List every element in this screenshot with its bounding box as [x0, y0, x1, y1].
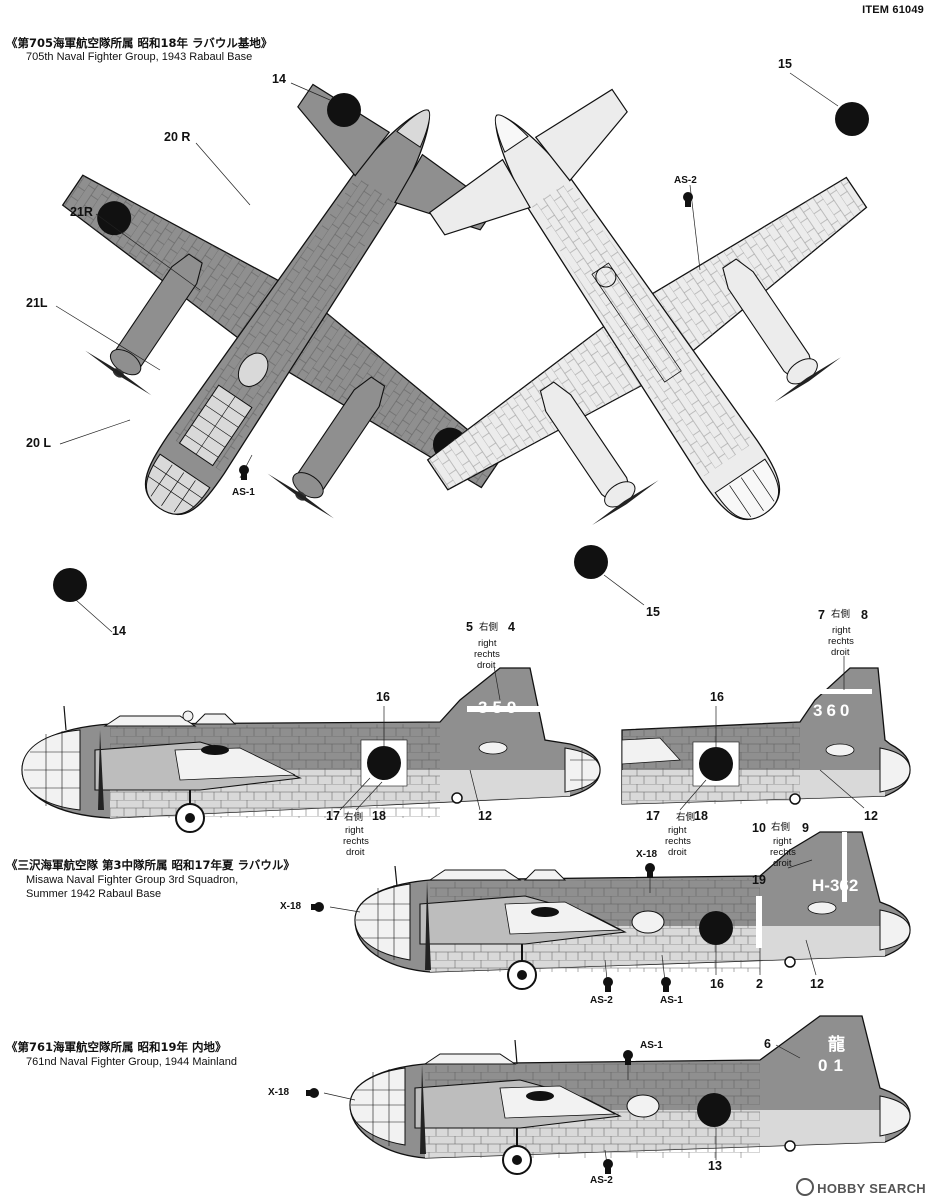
- section1-title-jp: 《第705海軍航空隊所属 昭和18年 ラバウル基地》: [6, 36, 273, 50]
- callout-13: 13: [708, 1159, 722, 1173]
- side-profile-4: [349, 1015, 911, 1175]
- callout-9: 9: [802, 821, 809, 835]
- callout-21l: 21L: [26, 296, 48, 310]
- label-right-p3: right: [773, 836, 792, 847]
- callout-x18-p3-top: X-18: [636, 849, 658, 860]
- section3-title-en: 761nd Naval Fighter Group, 1944 Mainland: [26, 1056, 237, 1068]
- callout-19: 19: [752, 873, 766, 887]
- label-rechts-p1-top: rechts: [474, 649, 500, 660]
- callout-20l: 20 L: [26, 436, 52, 450]
- label-migi-p2-top: 右側: [831, 609, 851, 620]
- callout-2: 2: [756, 977, 763, 991]
- callout-16-p3: 16: [710, 977, 724, 991]
- label-migi-p3: 右側: [771, 822, 791, 833]
- label-droit-p1-bot: droit: [346, 847, 365, 858]
- section1-title-en: 705th Naval Fighter Group, 1943 Rabaul B…: [26, 51, 253, 63]
- callout-14-top: 14: [272, 72, 286, 86]
- hinomaru-upper-left-wing: [53, 568, 87, 602]
- label-right-p2-bot: right: [668, 825, 687, 836]
- tail-code-01: 01: [818, 1056, 849, 1075]
- callout-6: 6: [764, 1037, 771, 1051]
- side-profile-1: [21, 667, 601, 833]
- callout-15-bottom: 15: [646, 605, 660, 619]
- label-migi-p2-bot: 右側: [676, 812, 696, 823]
- item-number: ITEM 61049: [862, 4, 924, 16]
- label-migi-p1-top: 右側: [479, 622, 499, 633]
- label-right-p2-top: right: [832, 625, 851, 636]
- label-droit-p2-bot: droit: [668, 847, 687, 858]
- side-profile-2: [621, 667, 911, 805]
- callout-12-p1: 12: [478, 809, 492, 823]
- label-rechts-p2-bot: rechts: [665, 836, 691, 847]
- label-right-p1-top: right: [478, 638, 497, 649]
- label-droit-p1-top: droit: [477, 660, 496, 671]
- callout-12-p2: 12: [864, 809, 878, 823]
- top-view-upper: [61, 83, 503, 519]
- callout-as2-top: AS-2: [674, 175, 697, 186]
- section2-title-en-1: Misawa Naval Fighter Group 3rd Squadron,: [26, 874, 239, 886]
- callout-20r: 20 R: [164, 130, 191, 144]
- label-droit-p2-top: droit: [831, 647, 850, 658]
- callout-as2-p4: AS-2: [590, 1175, 613, 1186]
- label-rechts-p3: rechts: [770, 847, 796, 858]
- leader-lines-top: [55, 72, 839, 633]
- callout-4: 4: [508, 620, 515, 634]
- callout-x18-p4: X-18: [268, 1087, 290, 1098]
- callout-15-top: 15: [778, 57, 792, 71]
- hinomaru-lower-left-wing: [574, 545, 608, 579]
- as-mount-symbols-side: [306, 863, 671, 1174]
- callout-18-p2: 18: [694, 809, 708, 823]
- callout-16-p2: 16: [710, 690, 724, 704]
- label-rechts-p2-top: rechts: [828, 636, 854, 647]
- callout-as1-p3: AS-1: [660, 995, 683, 1006]
- callout-7: 7: [818, 608, 825, 622]
- label-right-p1-bot: right: [345, 825, 364, 836]
- leader-lines-side: [323, 656, 865, 1173]
- callout-18-p1: 18: [372, 809, 386, 823]
- section2-title-jp: 《三沢海軍航空隊 第3中隊所属 昭和17年夏 ラバウル》: [6, 858, 295, 872]
- callout-5: 5: [466, 620, 473, 634]
- as-mount-symbols-top: [239, 192, 693, 480]
- tail-code-ryu: 龍: [828, 1035, 845, 1055]
- hinomaru-upper-right-wing: [327, 93, 361, 127]
- tail-code-h362: H-362: [812, 876, 859, 895]
- callout-17-p2: 17: [646, 809, 660, 823]
- callout-21r: 21R: [70, 205, 93, 219]
- tail-code-359: 359: [478, 698, 522, 717]
- label-rechts-p1-bot: rechts: [343, 836, 369, 847]
- callout-8: 8: [861, 608, 868, 622]
- label-droit-p3: droit: [773, 858, 792, 869]
- section3-title-jp: 《第761海軍航空隊所属 昭和19年 内地》: [6, 1040, 227, 1054]
- bottom-view-lower: [426, 88, 868, 525]
- callout-17-p1: 17: [326, 809, 340, 823]
- section2-title-en-2: Summer 1942 Rabaul Base: [26, 888, 162, 900]
- callout-as2-p3: AS-2: [590, 995, 613, 1006]
- callout-16-p1: 16: [376, 690, 390, 704]
- callout-14-bottom: 14: [112, 624, 126, 638]
- tail-code-360: 360: [813, 701, 854, 720]
- callout-x18-p3-left: X-18: [280, 901, 302, 912]
- watermark: HOBBY SEARCH: [796, 1178, 926, 1196]
- label-migi-p1-bot: 右側: [344, 812, 364, 823]
- side-profile-3: [354, 831, 911, 990]
- hinomaru-lower-right-wing: [835, 102, 869, 136]
- callout-12-p3: 12: [810, 977, 824, 991]
- callout-10: 10: [752, 821, 766, 835]
- callout-as1-p4: AS-1: [640, 1040, 663, 1051]
- callout-as1-top: AS-1: [232, 487, 255, 498]
